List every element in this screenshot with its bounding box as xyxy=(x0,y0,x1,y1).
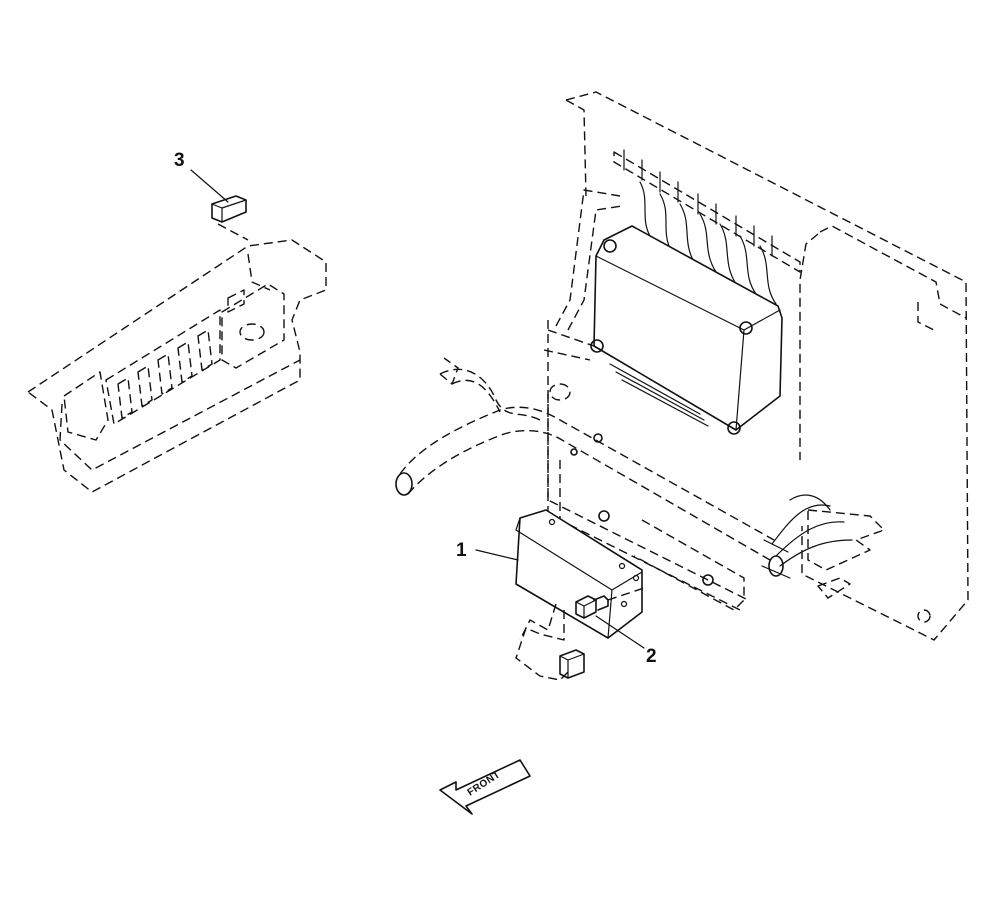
callout-3: 3 xyxy=(174,150,185,171)
callout-2: 2 xyxy=(646,646,657,667)
front-arrow: FRONT xyxy=(439,759,531,815)
item-3-part xyxy=(190,169,249,241)
side-connectors xyxy=(761,494,885,599)
front-arrow-label: FRONT xyxy=(466,769,503,798)
item-2-part xyxy=(575,587,645,649)
item-1-part xyxy=(475,509,643,639)
control-box xyxy=(590,225,783,435)
dashboard-panel xyxy=(27,239,327,493)
mounting-plate xyxy=(570,433,745,611)
wire-harness xyxy=(395,189,775,561)
wire-bundle xyxy=(639,181,777,305)
lower-harness xyxy=(515,603,585,681)
connector-strip xyxy=(613,149,801,273)
callout-1: 1 xyxy=(456,540,467,561)
